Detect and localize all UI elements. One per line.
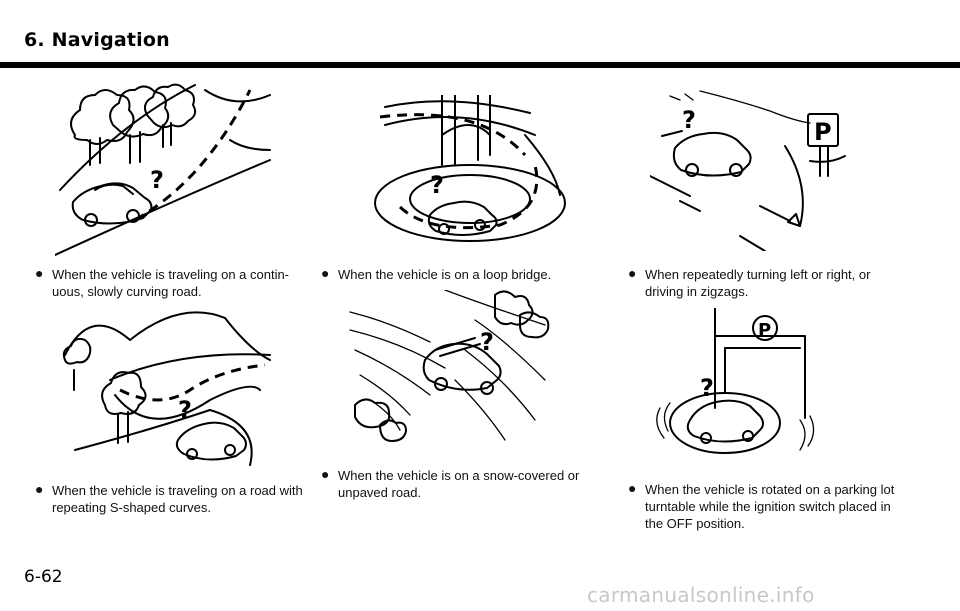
tree-icon bbox=[495, 291, 533, 324]
bullet-icon: ● bbox=[35, 481, 44, 497]
bullet-icon: ● bbox=[628, 265, 637, 281]
tree-icon bbox=[71, 90, 134, 165]
caption-snow-road: ● When the vehicle is on a snow-covered … bbox=[321, 466, 592, 501]
bullet-icon: ● bbox=[35, 265, 44, 281]
caption-text: When the vehicle is traveling on a conti… bbox=[52, 267, 290, 299]
tree-icon bbox=[110, 86, 168, 163]
question-mark: ? bbox=[178, 396, 192, 424]
caption-text: When the vehicle is traveling on a road … bbox=[52, 483, 303, 515]
question-mark: ? bbox=[150, 166, 164, 194]
header-rule bbox=[0, 62, 960, 68]
bullet-icon: ● bbox=[321, 466, 330, 482]
car-icon bbox=[424, 338, 501, 394]
tree-icon bbox=[145, 85, 195, 147]
illustration-s-curves: ? bbox=[60, 310, 275, 470]
caption-text: When the vehicle is on a loop bridge. bbox=[338, 267, 552, 282]
tree-icon bbox=[355, 399, 406, 441]
question-mark: ? bbox=[700, 374, 714, 402]
tree-icon bbox=[64, 339, 90, 390]
question-mark: ? bbox=[430, 171, 444, 199]
caption-s-curves: ● When the vehicle is traveling on a roa… bbox=[35, 481, 306, 516]
caption-text: When the vehicle is on a snow-covered or… bbox=[338, 468, 580, 500]
car-icon bbox=[429, 202, 497, 235]
svg-text:P: P bbox=[814, 118, 832, 146]
car-icon bbox=[177, 423, 246, 460]
page-title: 6. Navigation bbox=[24, 29, 170, 51]
caption-loop-bridge: ● When the vehicle is on a loop bridge. bbox=[321, 265, 592, 283]
tree-icon bbox=[520, 312, 548, 337]
bullet-icon: ● bbox=[628, 480, 637, 496]
page-number: 6-62 bbox=[24, 567, 63, 587]
illustration-turntable: P ? bbox=[650, 308, 860, 468]
parking-sign-icon: P bbox=[808, 114, 838, 176]
car-icon bbox=[674, 133, 751, 176]
watermark: carmanualsonline.info bbox=[587, 583, 815, 607]
caption-text: When the vehicle is rotated on a parking… bbox=[645, 482, 895, 531]
caption-zigzag: ● When repeatedly turning left or right,… bbox=[628, 265, 901, 300]
car-icon bbox=[73, 183, 152, 226]
question-mark: ? bbox=[682, 106, 696, 134]
illustration-snow-road: ? bbox=[345, 290, 560, 450]
caption-text: When repeatedly turning left or right, o… bbox=[645, 267, 871, 299]
car-icon bbox=[688, 401, 763, 443]
tree-icon bbox=[102, 372, 145, 443]
caption-curving-road: ● When the vehicle is traveling on a con… bbox=[35, 265, 306, 300]
parking-sign-icon: P bbox=[758, 320, 771, 341]
caption-turntable: ● When the vehicle is rotated on a parki… bbox=[628, 480, 901, 532]
illustration-zigzag: P ? bbox=[650, 86, 865, 251]
question-mark: ? bbox=[480, 328, 494, 356]
illustration-curving-road: ? bbox=[55, 80, 275, 260]
bullet-icon: ● bbox=[321, 265, 330, 281]
illustration-loop-bridge: ? bbox=[360, 95, 570, 245]
